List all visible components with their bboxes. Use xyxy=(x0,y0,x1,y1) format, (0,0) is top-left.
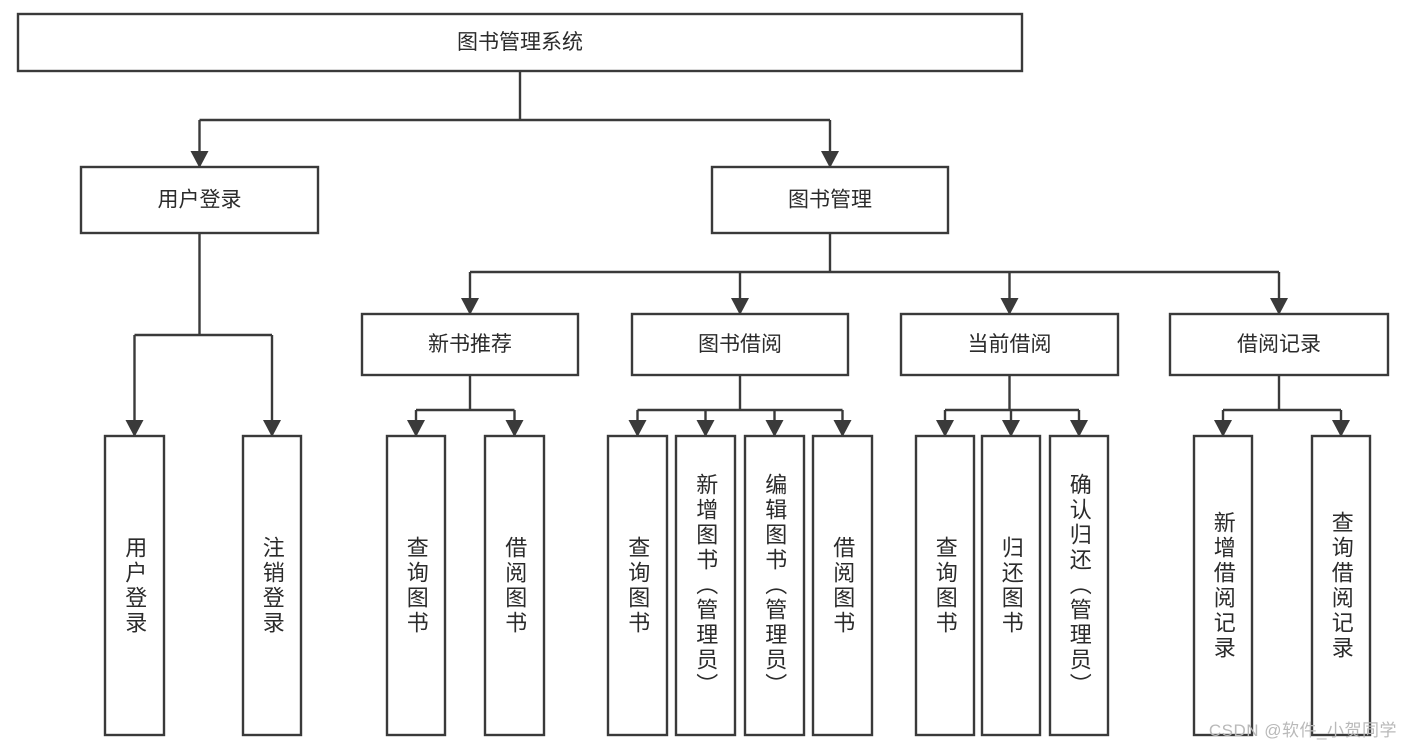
node-box-layer xyxy=(16,12,1390,737)
arrow-head-icon xyxy=(1002,420,1020,437)
level3-node-box-2[interactable] xyxy=(899,312,1120,377)
level3-node-box-3[interactable] xyxy=(1168,312,1390,377)
leaf-node-box-6[interactable] xyxy=(743,434,806,737)
arrow-head-icon xyxy=(1214,420,1232,437)
leaf-node-box-1[interactable] xyxy=(241,434,303,737)
arrow-head-icon xyxy=(407,420,425,437)
arrow-head-icon xyxy=(1270,298,1288,315)
arrow-head-icon xyxy=(821,151,839,168)
arrow-head-icon xyxy=(263,420,281,437)
arrow-head-icon xyxy=(936,420,954,437)
arrow-head-icon xyxy=(628,420,647,437)
leaf-node-box-3[interactable] xyxy=(483,434,546,737)
level3-node-label-1: 图书借阅 xyxy=(698,333,782,356)
watermark-text: CSDN @软件_小贺同学 xyxy=(1208,721,1397,740)
level2-node-label-1: 图书管理 xyxy=(788,189,872,212)
arrow-head-icon xyxy=(1000,298,1019,315)
leaf-node-box-5[interactable] xyxy=(674,434,737,737)
leaf-node-box-12[interactable] xyxy=(1310,434,1372,737)
level3-node-box-0[interactable] xyxy=(360,312,580,377)
leaf-node-box-7[interactable] xyxy=(811,434,874,737)
leaf-node-box-11[interactable] xyxy=(1192,434,1254,737)
leaf-node-box-10[interactable] xyxy=(1048,434,1110,737)
level3-node-label-2: 当前借阅 xyxy=(968,333,1052,356)
level3-node-box-1[interactable] xyxy=(630,312,850,377)
leaf-node-box-2[interactable] xyxy=(385,434,447,737)
arrow-head-icon xyxy=(125,420,144,437)
level2-node-box-0[interactable] xyxy=(79,165,320,235)
arrow-head-icon xyxy=(505,420,524,437)
leaf-node-box-8[interactable] xyxy=(914,434,976,737)
root-node-label: 图书管理系统 xyxy=(457,31,583,54)
root-node-box[interactable] xyxy=(16,12,1024,73)
level2-node-label-0: 用户登录 xyxy=(158,189,242,212)
arrow-head-icon xyxy=(190,151,209,168)
arrow-head-icon xyxy=(1070,420,1088,437)
arrow-head-icon xyxy=(765,420,784,437)
level3-node-label-0: 新书推荐 xyxy=(428,333,512,356)
arrow-head-icon xyxy=(696,420,715,437)
arrow-head-icon xyxy=(1332,420,1350,437)
connector-layer xyxy=(125,71,1350,437)
leaf-node-box-0[interactable] xyxy=(103,434,166,737)
arrow-head-icon xyxy=(833,420,852,437)
leaf-node-box-9[interactable] xyxy=(980,434,1042,737)
leaf-node-box-4[interactable] xyxy=(606,434,669,737)
level2-node-box-1[interactable] xyxy=(710,165,950,235)
level3-node-label-3: 借阅记录 xyxy=(1237,333,1321,356)
arrow-head-icon xyxy=(461,298,479,315)
arrow-head-icon xyxy=(731,298,749,315)
